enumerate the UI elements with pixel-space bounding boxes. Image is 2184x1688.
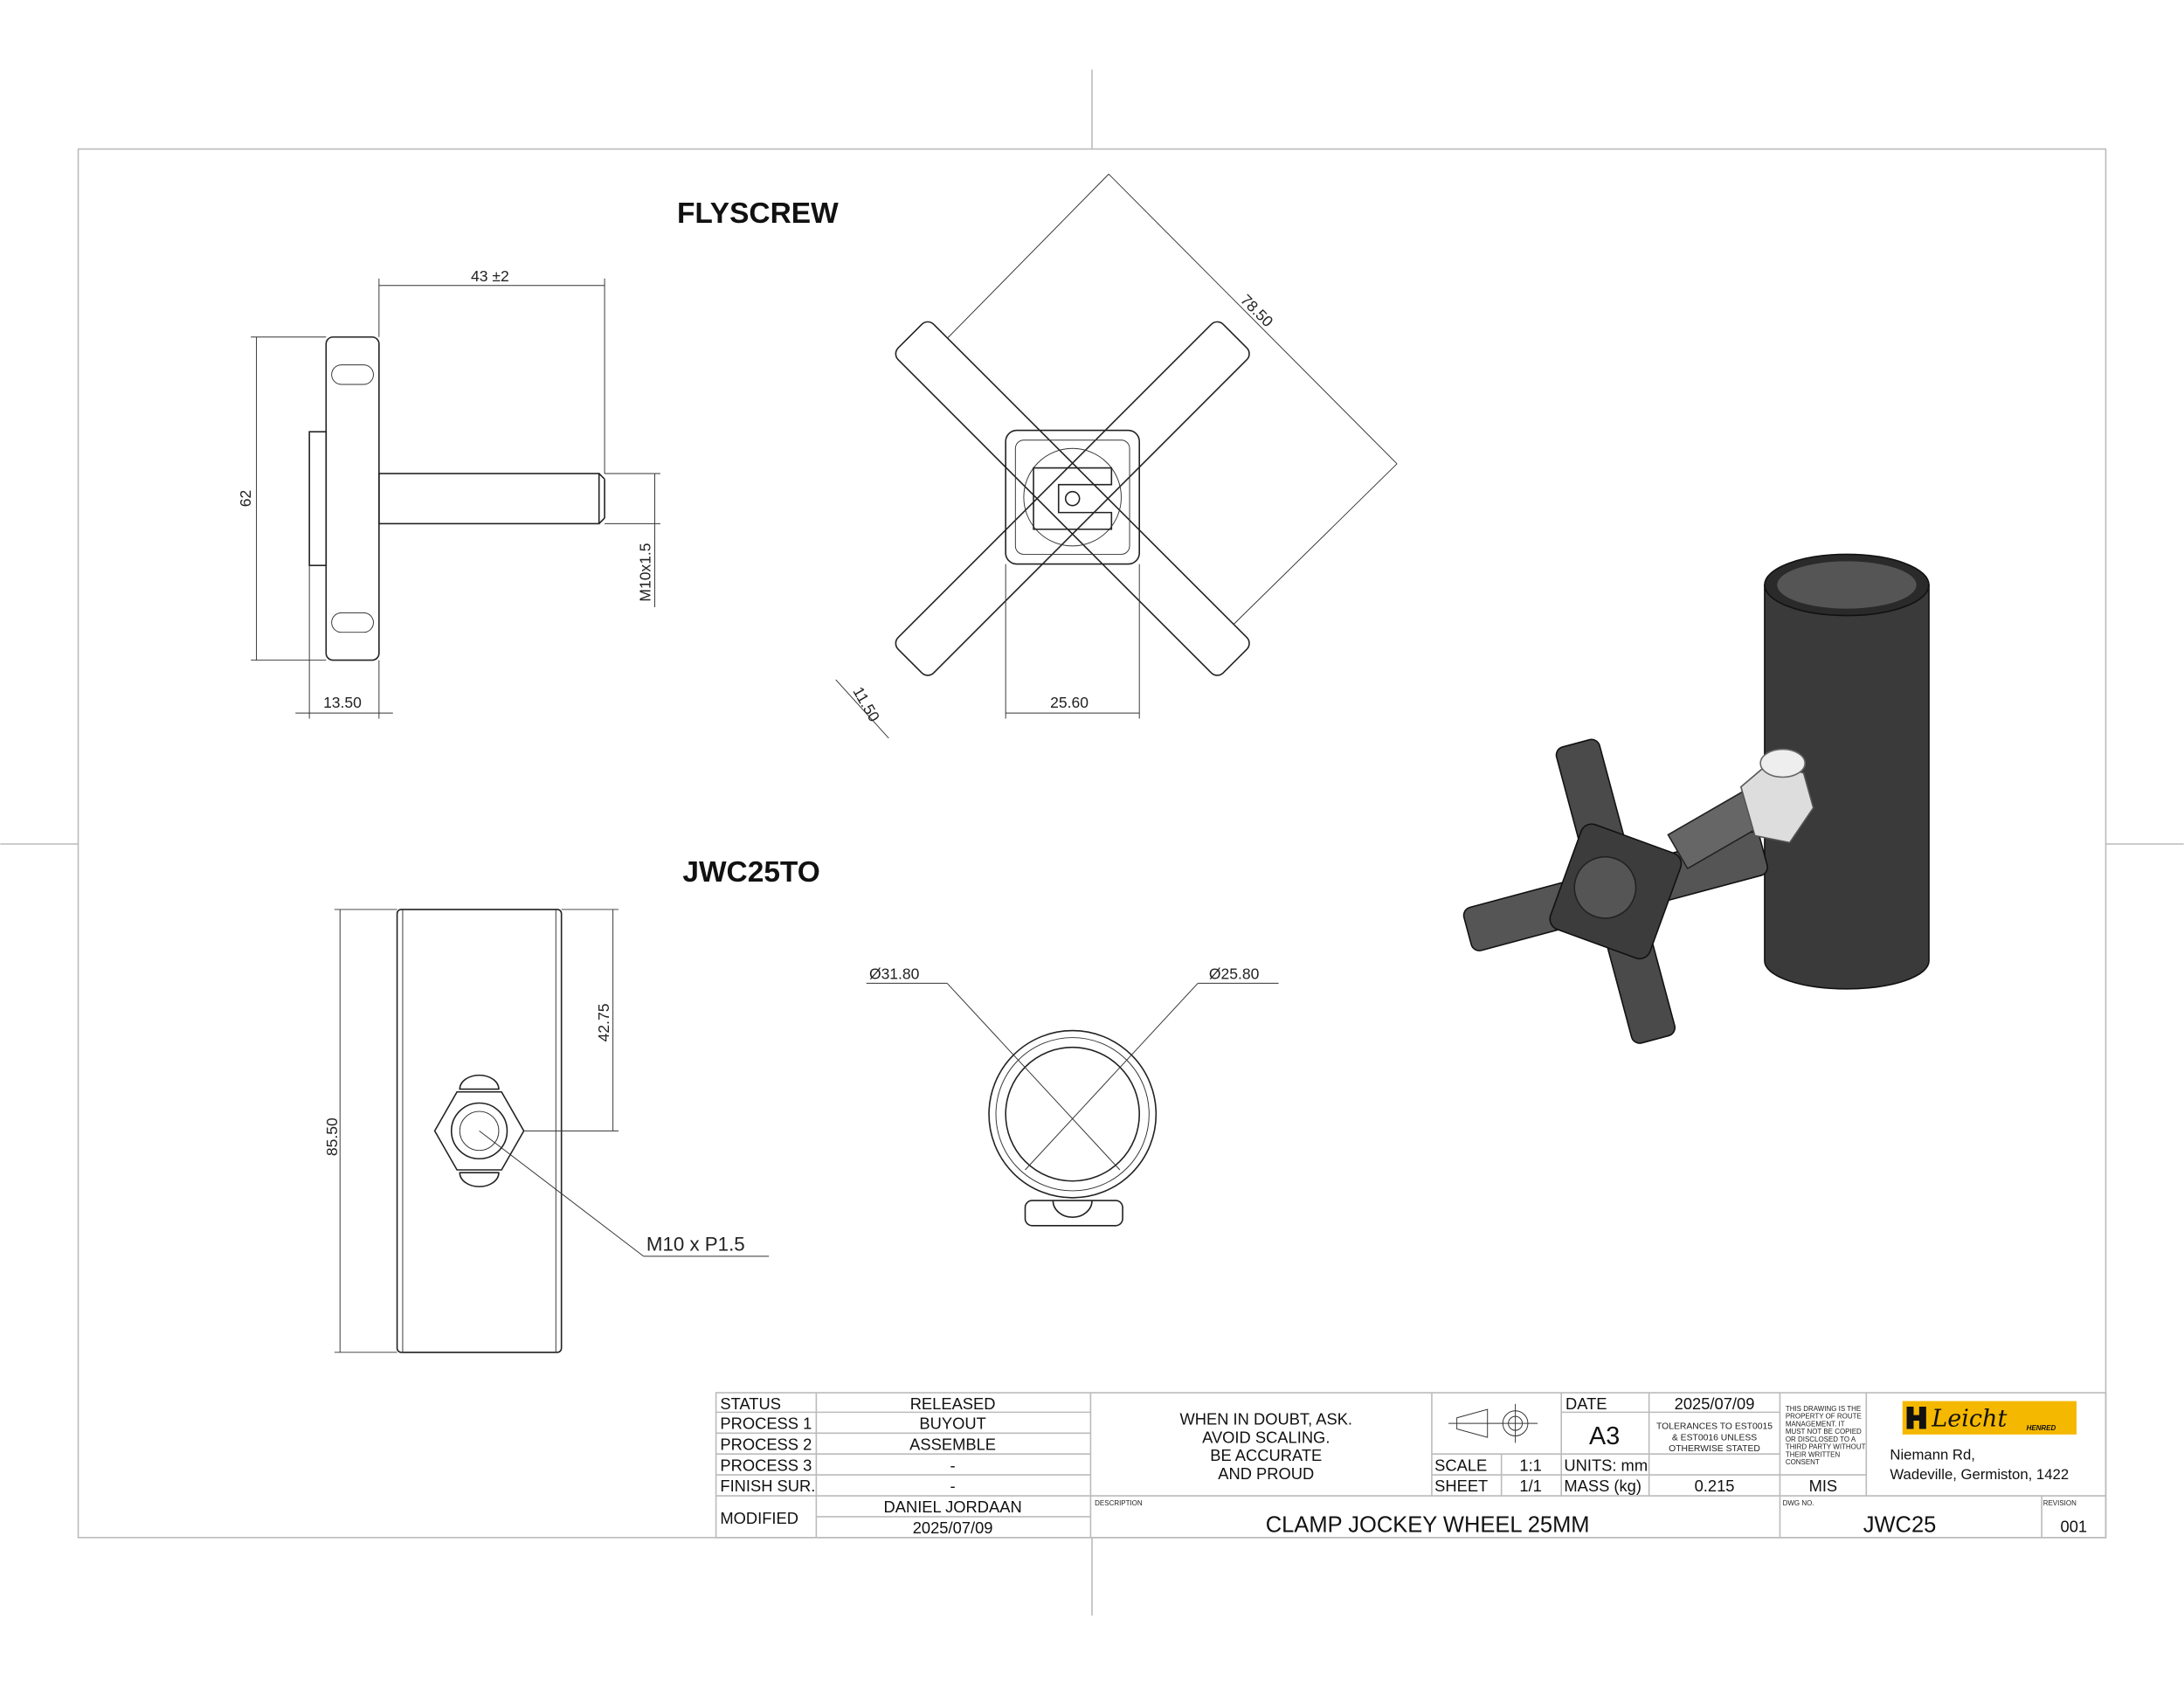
flyscrew-top-view — [835, 173, 1398, 739]
modified-by: DANIEL JORDAAN — [883, 1498, 1021, 1516]
flyscrew-side-view — [251, 278, 660, 719]
revision-label: REVISION — [2043, 1499, 2077, 1507]
scale-label: SCALE — [1434, 1456, 1487, 1474]
date-value: 2025/07/09 — [1675, 1394, 1755, 1413]
logo-h-mark-icon — [1906, 1407, 1926, 1429]
dim-hub: 13.50 — [323, 694, 362, 711]
tube-front-view — [334, 909, 770, 1353]
process2-label: PROCESS 2 — [720, 1435, 812, 1453]
note-line-2: AVOID SCALING. — [1202, 1428, 1330, 1446]
revision: 001 — [2061, 1517, 2088, 1535]
center-marks — [0, 69, 2184, 1616]
isometric-view — [1462, 553, 1930, 1044]
description: CLAMP JOCKEY WHEEL 25MM — [1266, 1512, 1590, 1537]
logo-sub: HENRED — [2027, 1424, 2056, 1432]
sheet-value: 1/1 — [1519, 1477, 1541, 1495]
tolerance-3: OTHERWISE STATED — [1669, 1444, 1760, 1454]
units: UNITS: mm — [1564, 1456, 1648, 1474]
property-3: MANAGEMENT. IT — [1786, 1420, 1845, 1428]
finish-label: FINISH SUR. — [720, 1477, 815, 1495]
dwg-no: JWC25 — [1863, 1512, 1937, 1537]
dim-inner-dia: Ø25.80 — [1209, 965, 1260, 983]
property-5: OR DISCLOSED TO A — [1786, 1435, 1856, 1443]
dim-height: 62 — [237, 490, 254, 507]
dim-thread: M10x1.5 — [637, 543, 654, 601]
drawn-by: MIS — [1809, 1477, 1838, 1495]
process3-label: PROCESS 3 — [720, 1456, 812, 1474]
process1-label: PROCESS 1 — [720, 1415, 812, 1433]
mass-value: 0.215 — [1695, 1477, 1735, 1495]
date-label: DATE — [1565, 1394, 1607, 1413]
tolerance-1: TOLERANCES TO EST0015 — [1656, 1422, 1773, 1432]
dim-square: 25.60 — [1050, 694, 1089, 711]
dim-diag: 78.50 — [1237, 291, 1276, 330]
tube-end-view — [866, 982, 1279, 1227]
process1-value: BUYOUT — [919, 1415, 985, 1433]
address-2: Wadeville, Germiston, 1422 — [1890, 1466, 2069, 1483]
dim-tube-length: 85.50 — [323, 1117, 341, 1156]
scale-value: 1:1 — [1519, 1456, 1541, 1474]
dim-arm: 11.50 — [849, 684, 883, 725]
status-value: RELEASED — [910, 1394, 996, 1413]
dim-length: 43 ±2 — [471, 267, 509, 285]
jwc-title: JWC25TO — [682, 856, 819, 889]
note-line-3: BE ACCURATE — [1210, 1446, 1322, 1464]
sheet-size: A3 — [1589, 1422, 1620, 1450]
property-1: THIS DRAWING IS THE — [1786, 1405, 1861, 1413]
dim-hole-pos: 42.75 — [595, 1004, 612, 1042]
dim-outer-dia: Ø31.80 — [869, 965, 920, 983]
process2-value: ASSEMBLE — [909, 1435, 996, 1453]
property-7: THEIR WRITTEN — [1786, 1450, 1841, 1458]
modified-date: 2025/07/09 — [913, 1519, 993, 1537]
property-2: PROPERTY OF ROUTE — [1786, 1413, 1862, 1421]
note-line-1: WHEN IN DOUBT, ASK. — [1179, 1410, 1352, 1429]
finish-value: - — [950, 1477, 956, 1495]
logo-text: Leicht — [1931, 1405, 2007, 1432]
description-label: DESCRIPTION — [1095, 1499, 1143, 1507]
property-6: THIRD PARTY WITHOUT — [1786, 1443, 1866, 1451]
status-label: STATUS — [720, 1394, 781, 1413]
tolerance-2: & EST0016 UNLESS — [1672, 1433, 1757, 1442]
modified-label: MODIFIED — [720, 1509, 798, 1527]
title-block: STATUS RELEASED PROCESS 1 BUYOUT PROCESS… — [715, 1392, 2107, 1539]
note-line-4: AND PROUD — [1218, 1464, 1314, 1483]
flyscrew-title: FLYSCREW — [677, 197, 839, 230]
property-4: MUST NOT BE COPIED — [1786, 1428, 1862, 1435]
company-logo: Leicht HENRED — [1902, 1401, 2077, 1435]
process3-value: - — [950, 1456, 956, 1474]
projection-symbol-icon — [1448, 1403, 1538, 1443]
mass-label: MASS (kg) — [1564, 1477, 1641, 1495]
thread-callout: M10 x P1.5 — [646, 1233, 745, 1255]
address-1: Niemann Rd, — [1890, 1447, 1975, 1463]
property-8: CONSENT — [1786, 1458, 1820, 1466]
sheet-label: SHEET — [1434, 1477, 1488, 1495]
dwg-no-label: DWG NO. — [1783, 1499, 1814, 1507]
